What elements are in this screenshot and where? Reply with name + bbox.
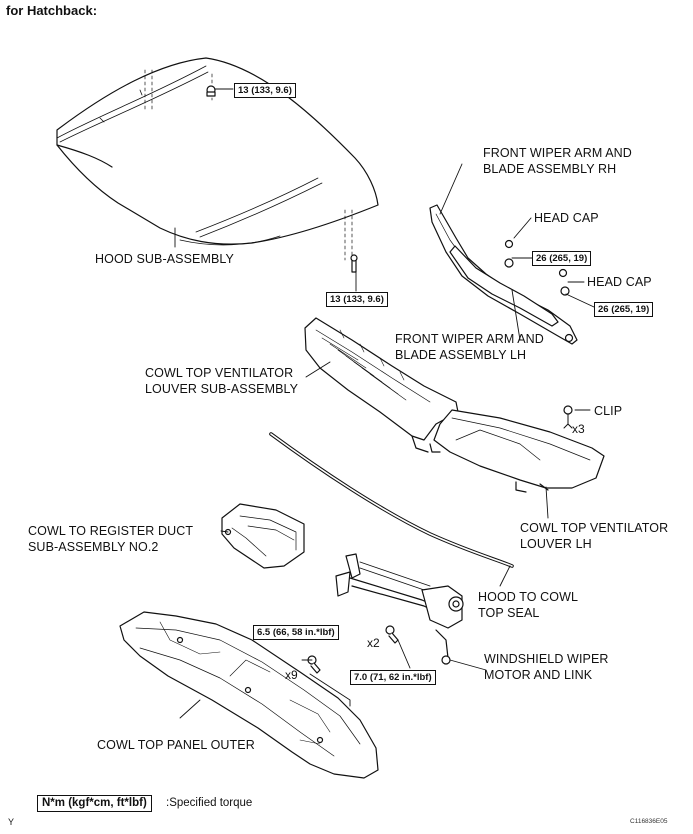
clip-drawing xyxy=(563,405,573,429)
page-header: for Hatchback: xyxy=(6,3,98,18)
corner-mark: Y xyxy=(8,817,15,827)
torque-hood-upper: 13 (133, 9.6) xyxy=(234,83,296,98)
label-duct-line2: SUB-ASSEMBLY NO.2 xyxy=(28,540,159,554)
hood-to-cowl-seal-drawing xyxy=(269,432,514,568)
wiper-motor-link-drawing xyxy=(335,553,464,665)
torque-wiper-rh: 26 (265, 19) xyxy=(532,251,592,266)
label-seal-line1: HOOD TO COWL xyxy=(478,590,579,604)
hood-bolt-upper xyxy=(206,85,216,97)
label-wiper-motor-line2: MOTOR AND LINK xyxy=(484,668,593,682)
leader-lines xyxy=(174,88,595,719)
cowl-louver-lh-drawing xyxy=(429,409,605,493)
qty-motor-bolt: x2 xyxy=(367,636,380,650)
torque-motor-bolt: 7.0 (71, 62 in.*lbf) xyxy=(350,670,436,685)
qty-clip: x3 xyxy=(572,422,585,436)
label-wiper-rh-line1: FRONT WIPER ARM AND xyxy=(483,146,632,160)
label-wiper-rh-line2: BLADE ASSEMBLY RH xyxy=(483,162,617,176)
cowl-louver-drawing xyxy=(304,317,459,453)
cowl-register-duct-drawing xyxy=(221,503,305,569)
panel-bolt-drawing xyxy=(307,655,321,674)
legend-torque-text: :Specified torque xyxy=(166,797,253,809)
label-head-cap-1: HEAD CAP xyxy=(534,211,599,225)
label-cowl-louver-line2: LOUVER SUB-ASSEMBLY xyxy=(145,382,299,396)
label-head-cap-2: HEAD CAP xyxy=(587,275,652,289)
qty-panel-bolt: x9 xyxy=(285,668,298,682)
label-clip: CLIP xyxy=(594,404,623,418)
label-cowl-louver-lh-line1: COWL TOP VENTILATOR xyxy=(520,521,669,535)
wiper-arm-lh-drawing xyxy=(449,239,570,327)
label-wiper-lh-line1: FRONT WIPER ARM AND xyxy=(395,332,544,346)
hood-bolt-lower xyxy=(350,254,358,273)
legend-torque-box: N*m (kgf*cm, ft*lbf) xyxy=(37,795,152,812)
torque-hood-lower: 13 (133, 9.6) xyxy=(326,292,388,307)
motor-bolt-drawing xyxy=(385,625,399,644)
torque-panel-bolt: 6.5 (66, 58 in.*lbf) xyxy=(253,625,339,640)
cowl-top-panel-outer-drawing xyxy=(119,611,379,779)
label-cowl-top-panel-outer: COWL TOP PANEL OUTER xyxy=(97,738,255,752)
hood-drawing xyxy=(56,57,379,261)
label-seal-line2: TOP SEAL xyxy=(478,606,540,620)
label-hood-sub-assembly: HOOD SUB-ASSEMBLY xyxy=(95,252,234,266)
label-cowl-louver-line1: COWL TOP VENTILATOR xyxy=(145,366,294,380)
torque-wiper-lh: 26 (265, 19) xyxy=(594,302,654,317)
label-cowl-louver-lh-line2: LOUVER LH xyxy=(520,537,592,551)
label-wiper-motor-line1: WINDSHIELD WIPER xyxy=(484,652,609,666)
label-duct-line1: COWL TO REGISTER DUCT xyxy=(28,524,194,538)
figure-code: C116836E05 xyxy=(630,818,668,825)
label-wiper-lh-line2: BLADE ASSEMBLY LH xyxy=(395,348,527,362)
